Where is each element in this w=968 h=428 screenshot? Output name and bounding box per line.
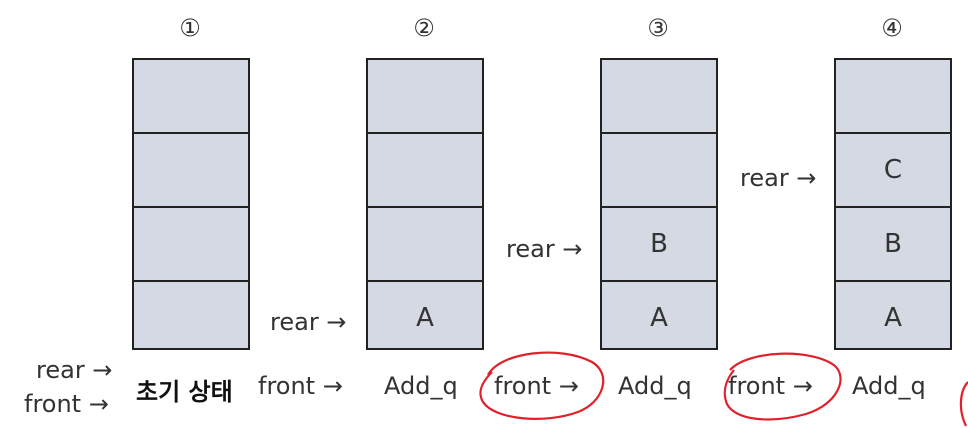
stack-number-1: ①: [179, 14, 201, 42]
queue-cell: A: [884, 303, 902, 333]
stack-number-4: ④: [881, 14, 903, 42]
rear-pointer-label: rear →: [270, 308, 347, 336]
queue-cell: [368, 60, 482, 134]
annotation-circle: [723, 352, 842, 421]
queue-cell: [836, 60, 950, 134]
queue-cell: B: [836, 208, 950, 282]
stack-caption-4: Add_q: [852, 372, 926, 400]
queue-cell: [134, 134, 248, 208]
stack-caption-3: Add_q: [618, 372, 692, 400]
queue-stack-1: [132, 58, 250, 350]
queue-cell: A: [650, 303, 668, 333]
front-pointer-label: front →: [494, 372, 579, 400]
front-pointer-label: front →: [24, 390, 109, 418]
annotation-arc: [959, 381, 968, 427]
queue-stack-4: C B A: [834, 58, 952, 350]
front-pointer-label: front →: [258, 372, 343, 400]
rear-pointer-label: rear →: [740, 164, 817, 192]
queue-stack-2: A: [366, 58, 484, 350]
annotation-circle: [479, 351, 605, 420]
stack-caption-2: Add_q: [384, 372, 458, 400]
queue-stack-3: B A: [600, 58, 718, 350]
queue-cell: [134, 208, 248, 282]
queue-cell: A: [416, 303, 434, 333]
queue-cell: [602, 60, 716, 134]
queue-cell: [368, 208, 482, 282]
rear-pointer-label: rear →: [36, 356, 113, 384]
queue-cell: [134, 60, 248, 134]
queue-cell: [602, 134, 716, 208]
queue-cell: B: [602, 208, 716, 282]
front-pointer-label: front →: [728, 372, 813, 400]
queue-cell: [368, 134, 482, 208]
rear-pointer-label: rear →: [506, 235, 583, 263]
stack-number-3: ③: [647, 14, 669, 42]
stack-number-2: ②: [413, 14, 435, 42]
queue-cell: C: [836, 134, 950, 208]
stack-caption-1: 초기 상태: [136, 378, 233, 406]
